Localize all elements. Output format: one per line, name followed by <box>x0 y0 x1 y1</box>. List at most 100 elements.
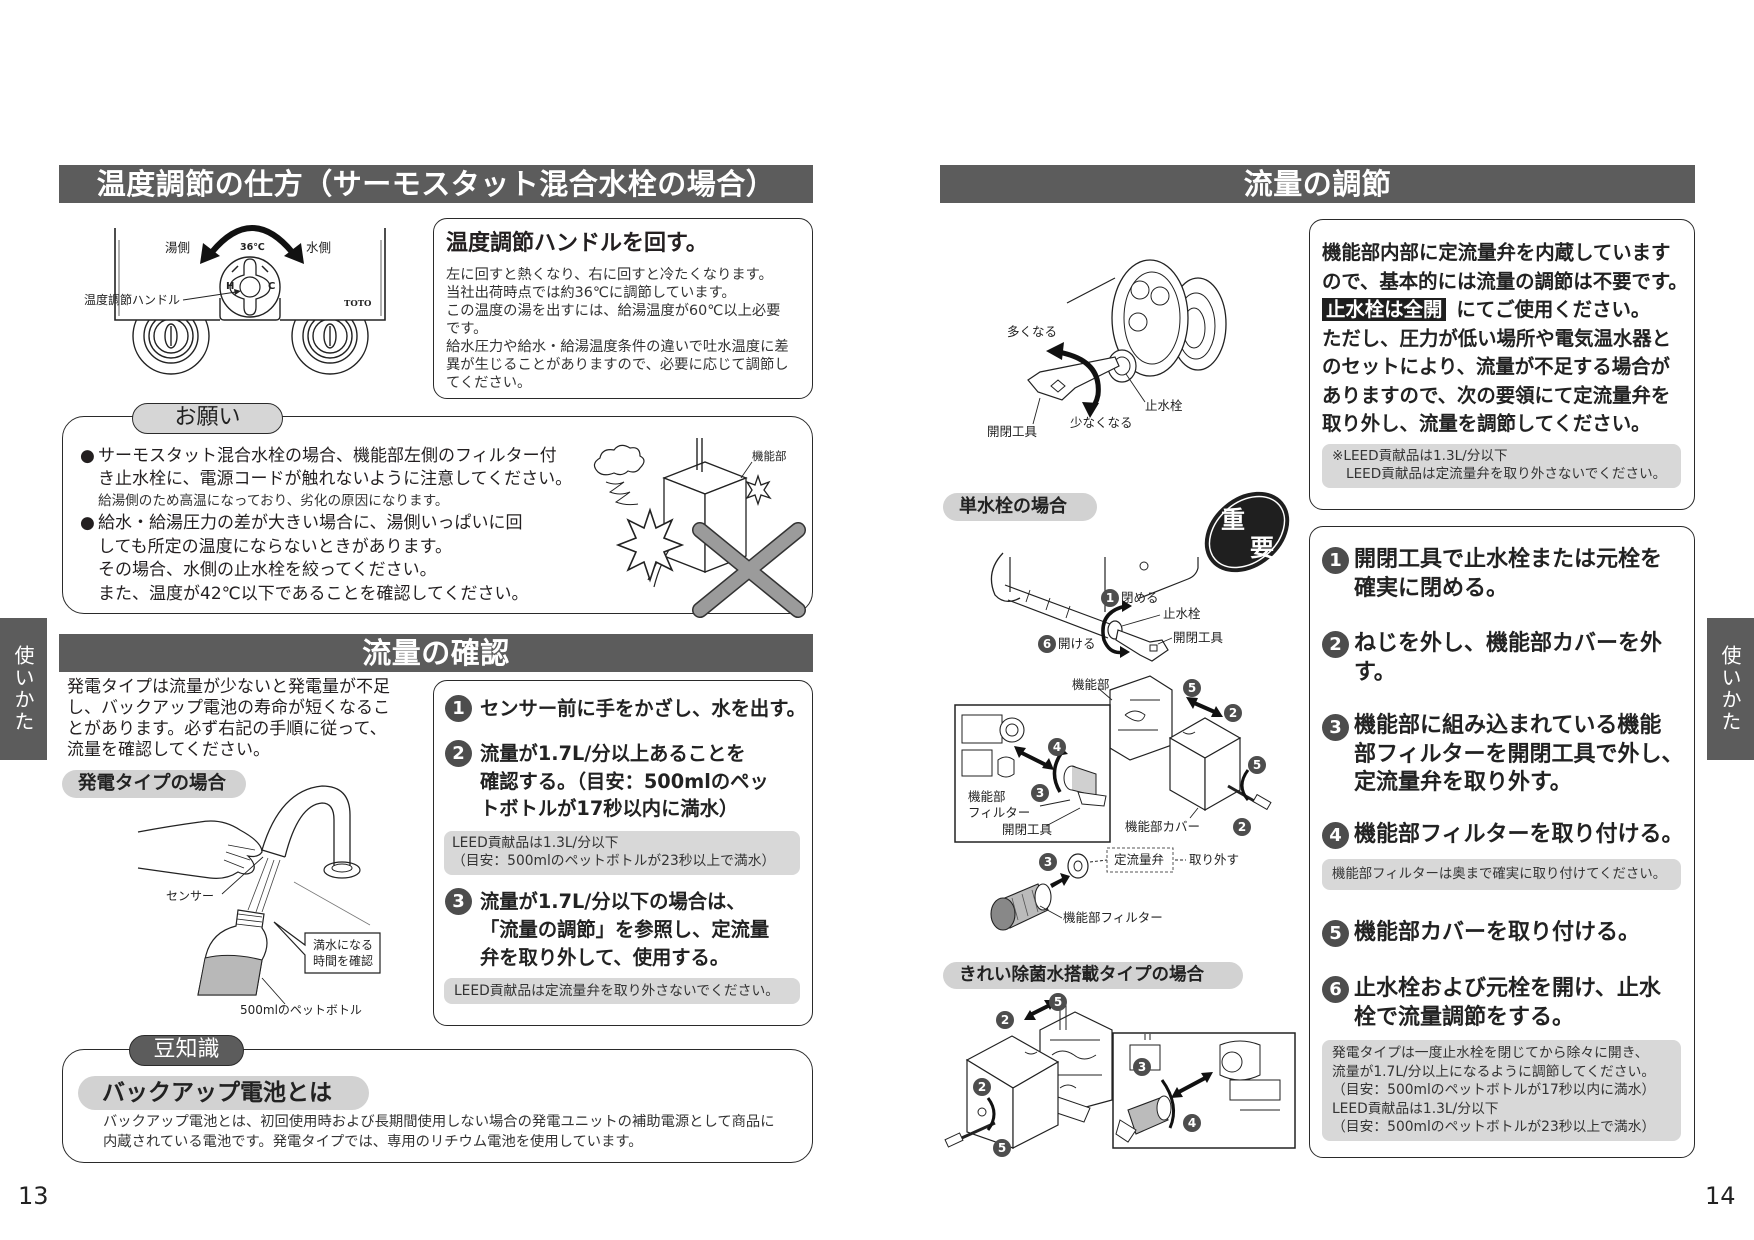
step-number-icon: 3 <box>445 888 472 915</box>
note-line: LEED貢献品は定流量弁を取り外さないでください。 <box>454 983 780 999</box>
callout-line: 時間を確認 <box>313 954 374 968</box>
thermostat-faucet-illustration <box>114 215 386 375</box>
step-line: 確実に閉める。 <box>1354 576 1509 601</box>
step-line: ねじを外し、機能部カバーを外 <box>1354 631 1663 656</box>
step-line: センサー前に手をかざし、水を出す。 <box>480 697 806 720</box>
info-text: 機能部内部に定流量弁を内蔵しています ので、基本的には流量の調節は不要です。 止… <box>1322 239 1688 439</box>
step-number-icon: 2 <box>445 740 472 767</box>
request-bullet: ● <box>80 446 95 466</box>
generator-type-pill: 発電タイプの場合 <box>62 770 246 798</box>
request-item-1: サーモスタット混合水栓の場合、機能部左側のフィルター付 き止水栓に、電源コードが… <box>98 445 572 491</box>
instruction-line: この温度の湯を出すには、給湯温度が60℃以上必要 <box>446 303 781 319</box>
step-line: 栓で流量調節をする。 <box>1354 1005 1575 1030</box>
flow-valve-label: 定流量弁 <box>1114 852 1165 867</box>
filter-label: 機能部 <box>968 789 1006 804</box>
cold-side-label: 水側 <box>306 240 332 255</box>
step-number-icon: 5 <box>1322 920 1349 947</box>
stop-valve-key-illustration <box>1027 259 1227 425</box>
info-line: のセットにより、流量が不足する場合が <box>1322 355 1670 378</box>
fully-open-highlight: 止水栓は全開 <box>1322 298 1447 321</box>
marker-icon: 2 <box>1233 818 1251 836</box>
step-line: 弁を取り外して、使用する。 <box>480 946 730 969</box>
marker-icon: 1 <box>1101 589 1119 607</box>
brand-logo: TOTO <box>344 299 372 309</box>
marker-icon: 5 <box>1049 993 1067 1011</box>
bottle-label: 500mlのペットボトル <box>240 1003 362 1017</box>
marker-icon: 2 <box>1224 704 1242 722</box>
callout-line: 満水になる <box>313 938 374 952</box>
note-line: 機能部フィルターは奥まで確実に取り付けてください。 <box>1332 867 1667 882</box>
step-line: 機能部に組み込まれている機能 <box>1354 713 1662 738</box>
step-number-icon: 4 <box>1322 822 1349 849</box>
less-flow-label: 少なくなる <box>1070 415 1133 430</box>
info-line: 止水栓は全開にてご使用ください。 <box>1322 296 1688 325</box>
note-line: LEED貢献品は定流量弁を取り外さないでください。 <box>1346 465 1667 482</box>
unit-label: 機能部 <box>752 449 787 463</box>
info-line: ありますので、次の要領にて定流量弁を <box>1322 383 1671 407</box>
marker-icon: 5 <box>1248 756 1266 774</box>
info-note: ※LEED貢献品は1.3L/分以下 LEED貢献品は定流量弁を取り外さないでくだ… <box>1322 444 1681 488</box>
request-bullet: ● <box>80 513 95 533</box>
instruction-line: 当社出荷時点では約36℃に調節しています。 <box>446 285 736 301</box>
marker-icon: 3 <box>1031 784 1049 802</box>
step-4-note: 機能部フィルターは奥まで確実に取り付けてください。 <box>1322 859 1681 890</box>
trivia-line: バックアップ電池とは、初回使用時および長期間使用しない場合の発電ユニットの補助電… <box>103 1114 775 1130</box>
hot-mark: H <box>226 281 235 292</box>
step-line: 確認する。（目安：500mlのペッ <box>480 769 769 793</box>
step-3-text: 流量が1.7L/分以下の場合は、 「流量の調節」を参照し、定流量 弁を取り外して… <box>480 888 769 972</box>
request-line: き止水栓に、電源コードが触れないように注意してください。 <box>98 469 573 489</box>
request-line: また、温度が42℃以下であることを確認してください。 <box>98 583 529 604</box>
side-tab-usage-right: 使いかた <box>1707 618 1754 760</box>
instruction-line: 左に回すと熱くなり、右に回すと冷たくなります。 <box>446 267 773 283</box>
step-2-note: LEED貢献品は1.3L/分以下 （目安：500mlのペットボトルが23秒以上で… <box>444 831 800 875</box>
note-line: LEED貢献品は1.3L/分以下 <box>452 835 619 851</box>
marker-icon: 6 <box>1038 635 1056 653</box>
cover-label: 機能部カバー <box>1125 819 1201 834</box>
note-line: LEED貢献品は1.3L/分以下 <box>1332 1100 1499 1117</box>
note-line: （目安：500mlのペットボトルが17秒以内に満水） <box>1332 1082 1656 1098</box>
step-line: トボトルが17秒以内に満水） <box>480 797 739 820</box>
trivia-line: 内蔵されている電池です。発電タイプでは、専用のリチウム電池を使用しています。 <box>103 1134 643 1150</box>
intro-line: 流量を確認してください。 <box>67 740 270 760</box>
request-tab: お願い <box>132 403 283 434</box>
instruction-title: 温度調節ハンドルを回す。 <box>446 231 708 256</box>
request-note: 給湯側のため高温になっており、劣化の原因になります。 <box>98 493 449 509</box>
stop-valve-label: 止水栓 <box>1163 606 1201 621</box>
sensor-faucet-bottle-illustration <box>137 785 381 1005</box>
marker-icon: 5 <box>1183 679 1201 697</box>
important-badge-icon <box>1204 491 1290 573</box>
marker-icon: 3 <box>1133 1058 1151 1076</box>
intro-line: し、バックアップ電池の寿命が短くなるこ <box>67 698 390 718</box>
flow-check-intro: 発電タイプは流量が少ないと発電量が不足 し、バックアップ電池の寿命が短くなるこ … <box>67 677 390 761</box>
marker-icon: 2 <box>996 1011 1014 1029</box>
section-heading-flow-adjust: 流量の調節 <box>940 165 1695 203</box>
hot-side-label: 湯側 <box>165 240 191 255</box>
step-line: 機能部カバーを取り付ける。 <box>1354 920 1641 945</box>
step-5-text: 機能部カバーを取り付ける。 <box>1354 918 1640 947</box>
intro-line: 発電タイプは流量が少ないと発電量が不足 <box>67 677 390 697</box>
tool-label: 開閉工具 <box>987 424 1038 439</box>
step-number-icon: 2 <box>1322 631 1349 658</box>
note-line: 発電タイプは一度止水栓を閉じてから除々に開き、 <box>1332 1045 1649 1061</box>
step-1-text: 開閉工具で止水栓または元栓を 確実に閉める。 <box>1354 545 1662 603</box>
marker-icon: 4 <box>1183 1114 1201 1132</box>
tool-label: 開閉工具 <box>1173 630 1224 645</box>
info-line: 取り外し、流量を調節してください。 <box>1322 412 1651 435</box>
request-line: その場合、水側の止水栓を絞ってください。 <box>98 560 437 580</box>
info-line: ただし、圧力が低い場所や電気温水器と <box>1322 326 1672 350</box>
step-2-text: 流量が1.7L/分以上あることを 確認する。（目安：500mlのペッ トボトルが… <box>480 740 769 823</box>
info-line: 機能部内部に定流量弁を内蔵しています <box>1322 241 1671 264</box>
sterilized-type-disassembly-illustration <box>944 1000 1296 1149</box>
section-heading-flow-check: 流量の確認 <box>59 634 813 672</box>
note-line: （目安：500mlのペットボトルが23秒以上で満水） <box>1332 1119 1656 1135</box>
sensor-label: センサー <box>166 889 215 903</box>
info-line: ので、基本的には流量の調節は不要です。 <box>1322 269 1688 293</box>
cord-warning-illustration <box>593 438 806 618</box>
marker-icon: 3 <box>1039 853 1057 871</box>
request-line: サーモスタット混合水栓の場合、機能部左側のフィルター付 <box>98 446 557 466</box>
step-line: 機能部フィルターを取り付ける。 <box>1354 822 1684 847</box>
step-3-note: LEED貢献品は定流量弁を取り外さないでください。 <box>444 978 800 1004</box>
instruction-box <box>433 218 813 399</box>
instruction-line: 異が生じることがありますので、必要に応じて調節し <box>446 357 789 373</box>
